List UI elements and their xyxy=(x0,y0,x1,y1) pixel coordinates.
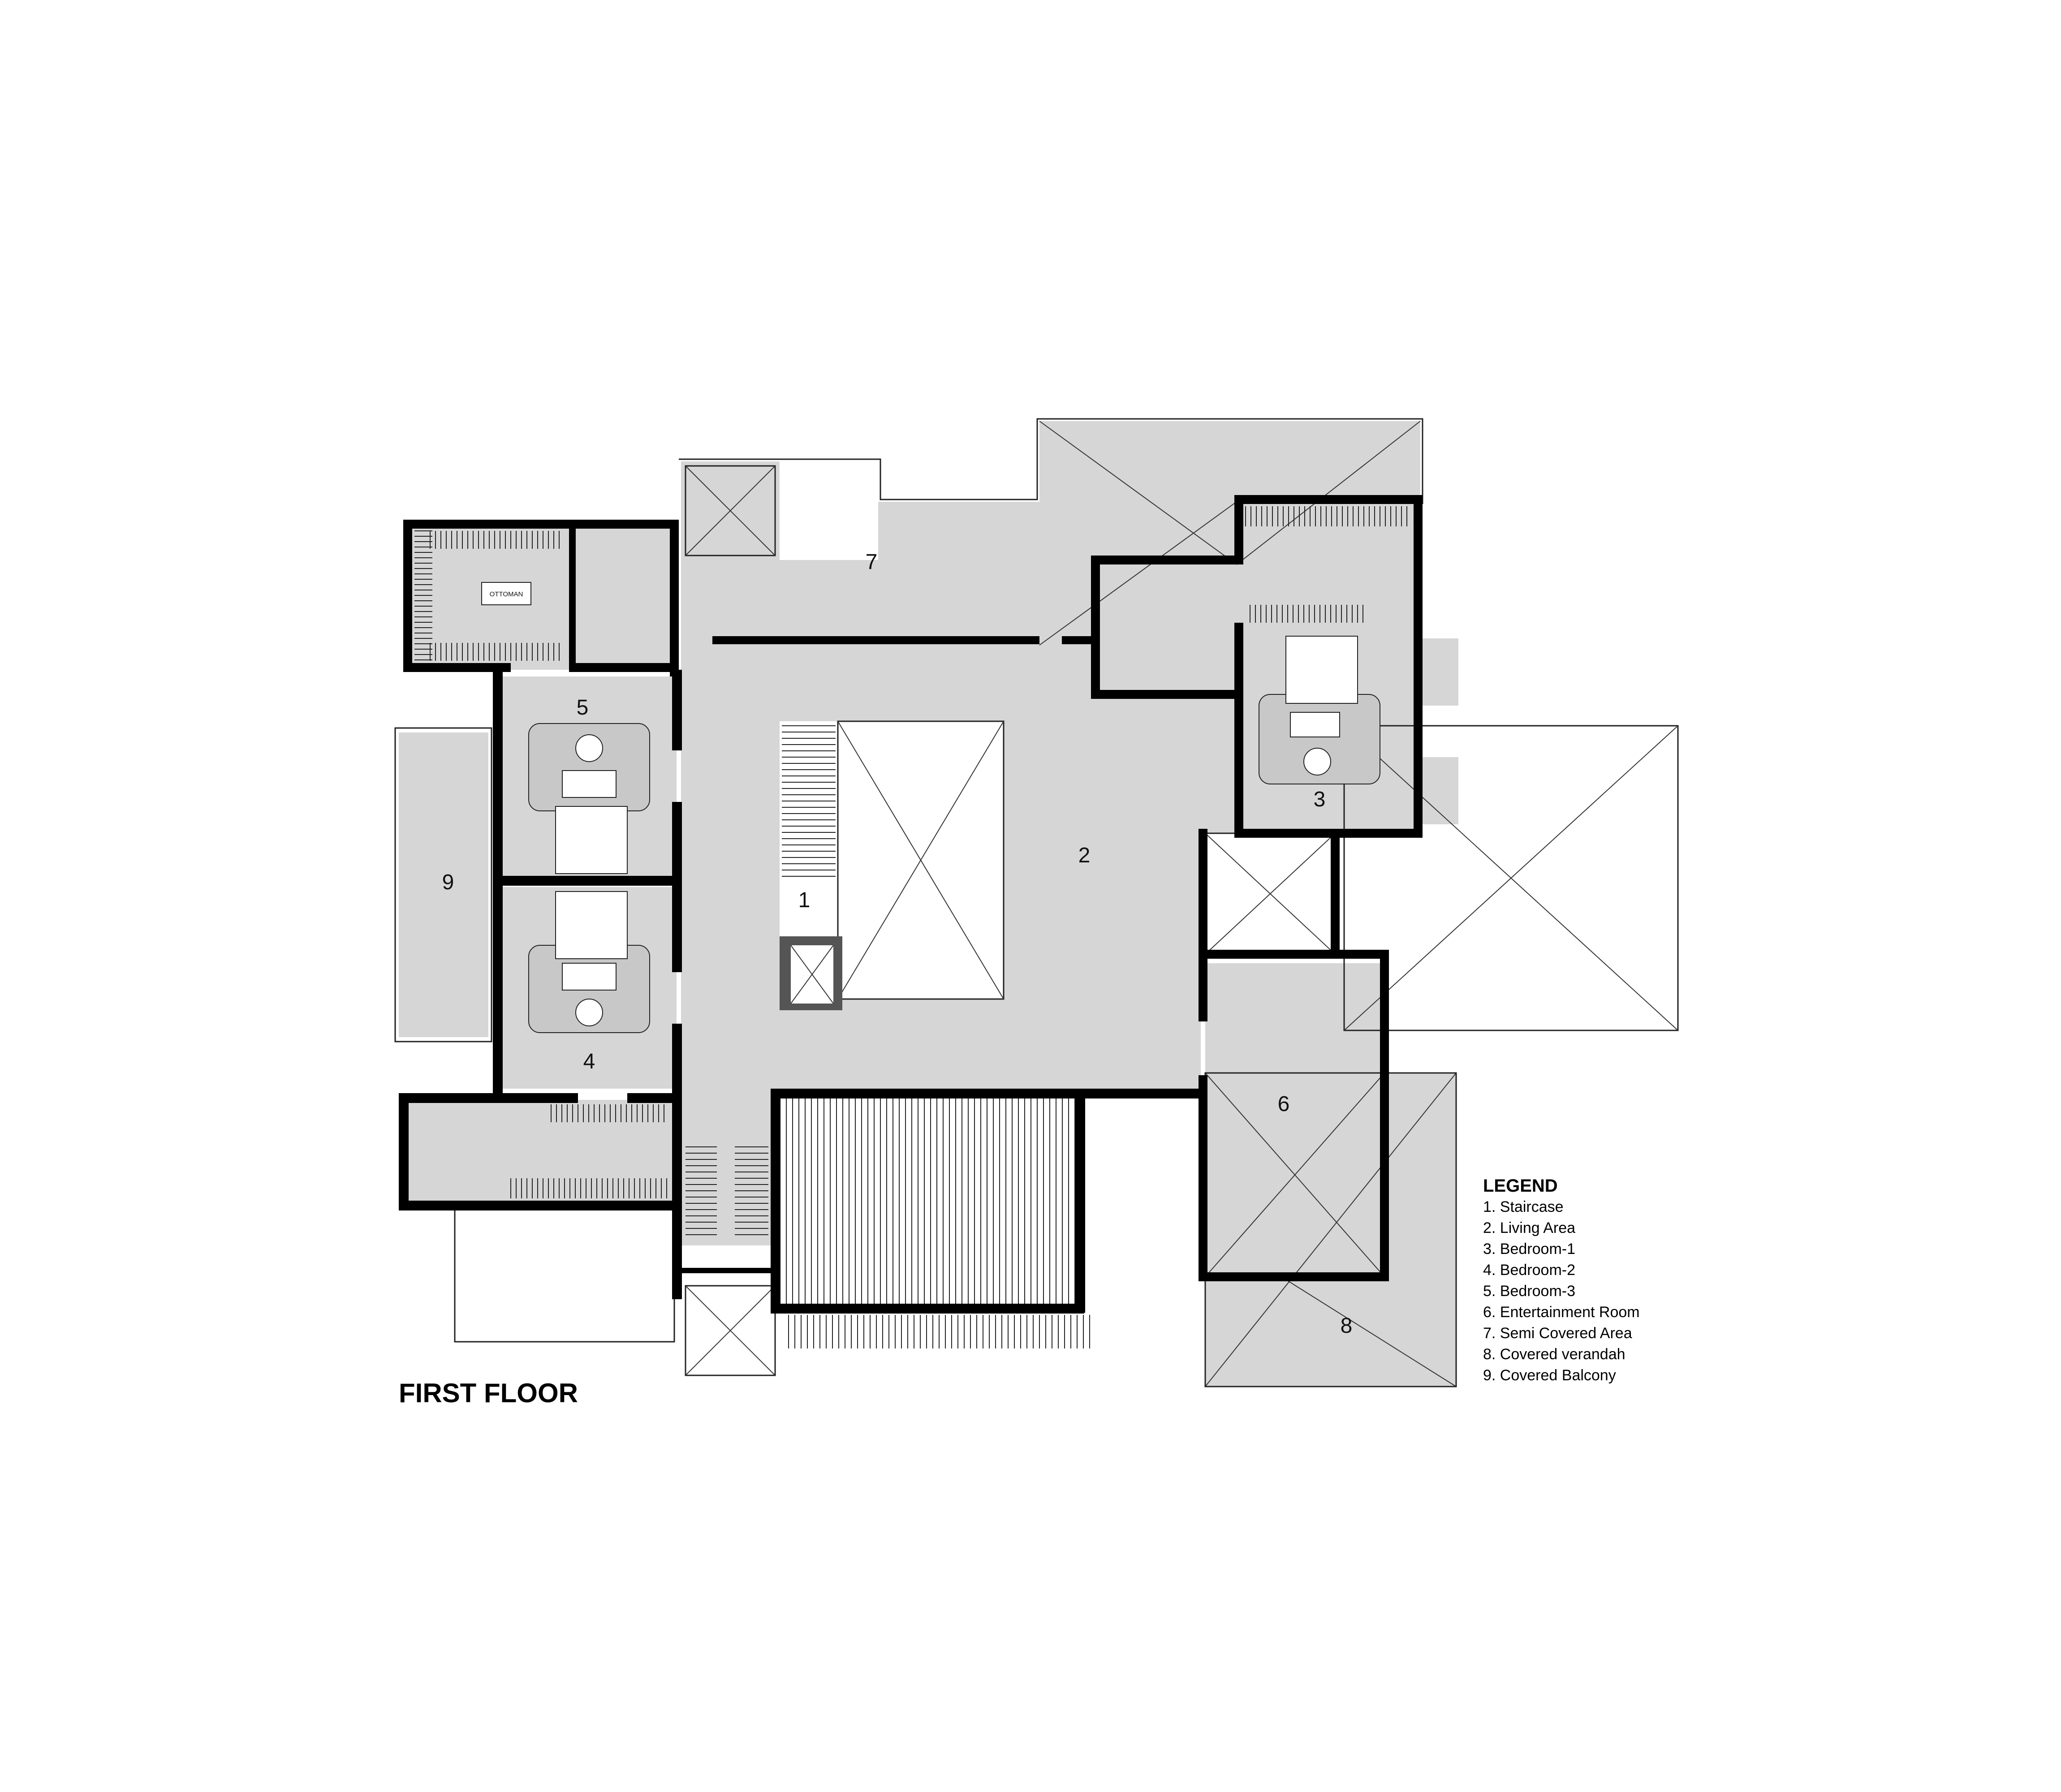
bedroom-1-balcony-lower xyxy=(1420,757,1458,824)
legend-title: LEGEND xyxy=(1483,1176,1558,1196)
room-label-3: 3 xyxy=(1314,788,1326,811)
bedroom-1-balcony-upper xyxy=(1420,638,1458,706)
room-label-9: 9 xyxy=(442,870,454,894)
room-label-1: 1 xyxy=(798,888,811,912)
legend-item-3: 3. Bedroom-1 xyxy=(1483,1241,1575,1258)
legend-item-1: 1. Staircase xyxy=(1483,1198,1564,1215)
room-label-6: 6 xyxy=(1278,1092,1290,1116)
covered-balcony-outline xyxy=(394,727,492,1042)
ottoman-label: OTTOMAN xyxy=(490,590,523,598)
furniture: OTTOMAN xyxy=(481,582,1380,1033)
bedroom-1-bath-fill xyxy=(1098,564,1241,690)
room-label-2: 2 xyxy=(1078,844,1091,867)
room-label-4: 4 xyxy=(583,1050,595,1073)
semi-covered-area-fill xyxy=(681,421,1420,645)
bottom-left-balcony xyxy=(454,1209,675,1343)
bedroom-2-dressing-fill xyxy=(405,1100,677,1207)
legend: LEGEND 1. Staircase 2. Living Area 3. Be… xyxy=(1483,1176,1640,1384)
floor-title: FIRST FLOOR xyxy=(399,1378,578,1408)
room-label-7: 7 xyxy=(866,550,878,574)
semi-covered-outline xyxy=(679,418,1423,504)
stair-void-outline xyxy=(837,720,1005,1000)
legend-item-2: 2. Living Area xyxy=(1483,1219,1575,1236)
legend-item-5: 5. Bedroom-3 xyxy=(1483,1283,1575,1300)
bedroom-3-dressing-fill xyxy=(410,526,679,670)
legend-item-4: 4. Bedroom-2 xyxy=(1483,1262,1575,1279)
shaft-bottom xyxy=(685,1285,776,1376)
covered-balcony-fill xyxy=(399,732,488,1037)
lower-stair-fill xyxy=(681,1093,780,1245)
legend-item-8: 8. Covered verandah xyxy=(1483,1346,1626,1363)
walls xyxy=(399,495,1423,1314)
stairs-and-hatch xyxy=(414,506,1407,1348)
shaft-top-left xyxy=(685,465,776,556)
legend-item-9: 9. Covered Balcony xyxy=(1483,1367,1616,1384)
room-labels: 1 2 3 4 5 6 7 8 9 xyxy=(442,550,1353,1338)
legend-item-6: 6. Entertainment Room xyxy=(1483,1304,1640,1321)
room-label-5: 5 xyxy=(577,696,589,719)
hatched-block-area xyxy=(780,1102,1084,1313)
ottoman xyxy=(481,582,531,605)
roof-right xyxy=(1343,725,1679,1031)
legend-item-7: 7. Semi Covered Area xyxy=(1483,1325,1632,1342)
room-label-8: 8 xyxy=(1341,1314,1353,1338)
stair-steps-area xyxy=(780,721,838,892)
